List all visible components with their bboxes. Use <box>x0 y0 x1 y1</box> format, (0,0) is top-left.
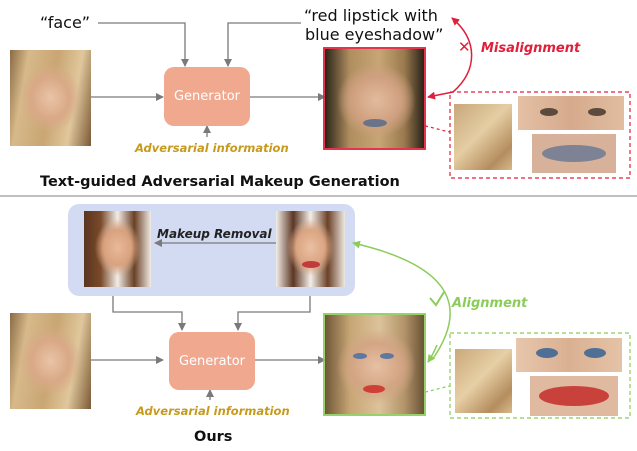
arrow-text-face-to-generator <box>98 22 189 67</box>
makeup-removal-label: Makeup Removal <box>157 227 272 241</box>
nonmakeup-reference-face <box>84 211 151 287</box>
output-border-top <box>323 47 426 150</box>
output-face-top <box>325 49 424 148</box>
red-lips-output <box>363 385 385 393</box>
crop-lips-top <box>532 134 616 173</box>
crop-eyes-top <box>518 96 624 130</box>
text-makeup-prompt-line1: “red lipstick with <box>304 6 438 25</box>
arrow-nonmakeup-to-generator <box>112 296 186 331</box>
alignment-arrow-into-output <box>427 344 438 363</box>
output-border-bottom <box>323 313 426 416</box>
crop-eyes-bottom <box>516 338 622 372</box>
x-mark-icon: ✕ <box>458 38 471 56</box>
input-face-bottom <box>10 313 91 409</box>
crop-hair-top <box>454 104 512 170</box>
crops-connector-top <box>424 125 451 133</box>
blue-eyeshadow-right <box>380 353 394 359</box>
crop-lips-bottom <box>530 376 618 416</box>
arrow-text-prompt-to-generator <box>224 22 301 67</box>
section-title-top: Text-guided Adversarial Makeup Generatio… <box>40 174 400 190</box>
output-face-bottom <box>325 315 424 414</box>
crops-connector-bottom <box>424 385 451 393</box>
eye-left-bottom <box>536 348 558 358</box>
crop-hair-bottom <box>455 349 512 413</box>
arrow-makeup-to-generator <box>234 296 311 331</box>
check-icon <box>429 291 445 307</box>
eye-left-top <box>540 108 558 116</box>
lips-red-crop <box>539 386 609 406</box>
alignment-curve <box>352 240 451 361</box>
text-face-prompt: “face” <box>40 13 91 32</box>
section-title-bottom: Ours <box>194 429 233 445</box>
adversarial-info-top: Adversarial information <box>135 141 289 155</box>
misalignment-to-output <box>427 91 454 100</box>
adversarial-info-bottom: Adversarial information <box>136 404 290 418</box>
input-face-top <box>10 50 91 146</box>
red-lips-reference <box>302 261 320 268</box>
makeup-reference-face <box>276 211 345 287</box>
text-makeup-prompt-line2: blue eyeshadow” <box>305 25 444 44</box>
blue-eyeshadow-left <box>353 353 367 359</box>
lips-blue-crop <box>542 145 606 162</box>
blue-lips <box>363 119 387 127</box>
generator-bottom: Generator <box>169 332 255 390</box>
eye-right-top <box>588 108 606 116</box>
misalignment-label: Misalignment <box>481 41 581 56</box>
generator-top: Generator <box>164 67 250 126</box>
eye-right-bottom <box>584 348 606 358</box>
misalignment-curve <box>451 17 473 93</box>
alignment-label: Alignment <box>452 296 528 311</box>
